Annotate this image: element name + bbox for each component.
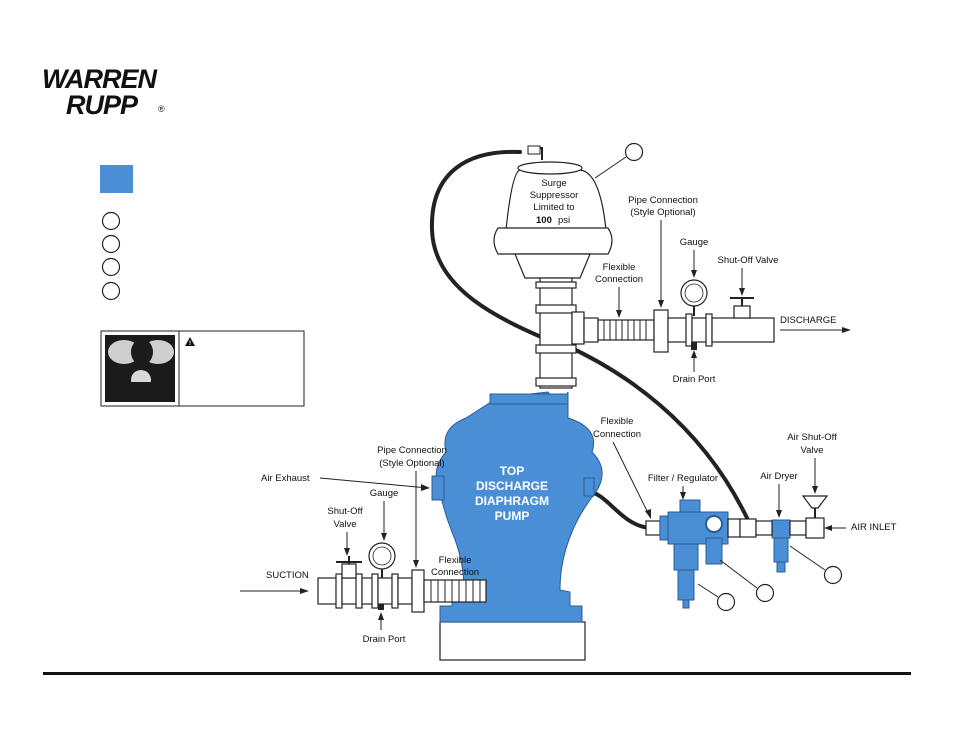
pump-label-line-4: PUMP [495, 509, 530, 523]
surge-label-line-2: Suppressor [530, 190, 579, 201]
air-exhaust-label: Air Exhaust [261, 473, 310, 484]
pipe-connection-top-line-1: Pipe Connection [628, 195, 698, 206]
filter-regulator [667, 499, 729, 609]
flex-top-line-1: Flexible [603, 262, 636, 273]
pump-label-line-1: TOP [500, 464, 524, 478]
callout-filter [716, 592, 736, 612]
filter-regulator-label: Filter / Regulator [648, 473, 718, 484]
air-line-hose [563, 343, 750, 522]
callout-dryer-leader [789, 545, 826, 571]
suction-line [317, 542, 487, 613]
callout-surge [624, 142, 644, 162]
flex-top-line-2: Connection [595, 274, 643, 285]
flex-bottom-line-1: Flexible [439, 555, 472, 566]
pump-label-line-2: DISCHARGE [476, 479, 548, 493]
legend-callout-3 [101, 257, 121, 277]
pipe-connection-top-line-2: (Style Optional) [630, 207, 695, 218]
breathing-hazard-icon [105, 335, 175, 402]
warning-triangle-icon [185, 337, 195, 346]
air-dryer-label: Air Dryer [760, 471, 797, 482]
callout-surge-leader [594, 156, 627, 179]
pipe-connection-bottom-line-1: Pipe Connection [377, 445, 447, 456]
discharge-line [583, 279, 775, 353]
discharge-column [535, 277, 585, 389]
pump-air-hose [584, 488, 652, 530]
air-shutoff-line-2: Valve [800, 445, 823, 456]
legend [100, 165, 133, 301]
logo-line-2: RUPP [66, 90, 139, 120]
shutoff-top-label: Shut-Off Valve [718, 255, 779, 266]
pipe-connection-bottom-line-2: (Style Optional) [379, 458, 444, 469]
air-dryer [771, 519, 791, 573]
flex-bottom-line-2: Connection [431, 567, 479, 578]
gauge-top-label: Gauge [680, 237, 709, 248]
legend-color-square [100, 165, 133, 193]
logo-line-1: WARREN [42, 64, 157, 94]
callout-regulator-leader [719, 559, 758, 589]
logo-registered-mark: ® [158, 104, 165, 114]
callout-regulator [755, 583, 775, 603]
legend-callout-2 [101, 234, 121, 254]
air-inlet-label: AIR INLET [851, 522, 897, 533]
suction-flex-connection [423, 579, 487, 603]
air-shutoff-valve [801, 495, 829, 539]
diaphragm-pump: TOP DISCHARGE DIAPHRAGM PUMP [431, 391, 603, 623]
svg-text:!: ! [189, 341, 191, 347]
pump-base [439, 621, 586, 661]
surge-pressure-value: 100 [536, 215, 552, 226]
discharge-drain-port [691, 342, 697, 350]
gauge-bottom-label: Gauge [370, 488, 399, 499]
shutoff-bottom-line-2: Valve [333, 519, 356, 530]
flex-mid-line-1: Flexible [601, 416, 634, 427]
warning-box: ! [100, 330, 305, 407]
callout-dryer [823, 565, 843, 585]
suction-shutoff-valve [336, 556, 362, 579]
suction-drain-port [378, 604, 384, 610]
flex-mid-line-2: Connection [593, 429, 641, 440]
suction-gauge [368, 542, 396, 578]
drain-bottom-label: Drain Port [363, 634, 406, 645]
pump-label-line-3: DIAPHRAGM [475, 494, 549, 508]
discharge-label: DISCHARGE [780, 315, 836, 326]
discharge-flex-connection [597, 319, 655, 341]
discharge-shutoff-valve [730, 297, 754, 319]
legend-callout-1 [101, 211, 121, 231]
discharge-gauge [680, 279, 708, 316]
legend-callout-4 [101, 281, 121, 301]
surge-pressure-unit: psi [558, 215, 570, 226]
drain-top-label: Drain Port [673, 374, 716, 385]
surge-label-line-1: Surge [541, 178, 566, 189]
air-shutoff-line-1: Air Shut-Off [787, 432, 837, 443]
footer-rule [43, 672, 911, 675]
surge-hose [429, 149, 562, 347]
suction-label: SUCTION [266, 570, 309, 581]
warren-rupp-logo: WARREN RUPP ® [42, 64, 165, 120]
air-supply-line [645, 495, 829, 609]
callout-filter-leader [697, 583, 719, 598]
shutoff-bottom-line-1: Shut-Off [327, 506, 363, 517]
surge-label-line-3: Limited to [533, 202, 574, 213]
surge-suppressor: Surge Suppressor Limited to 100 psi [493, 145, 613, 279]
